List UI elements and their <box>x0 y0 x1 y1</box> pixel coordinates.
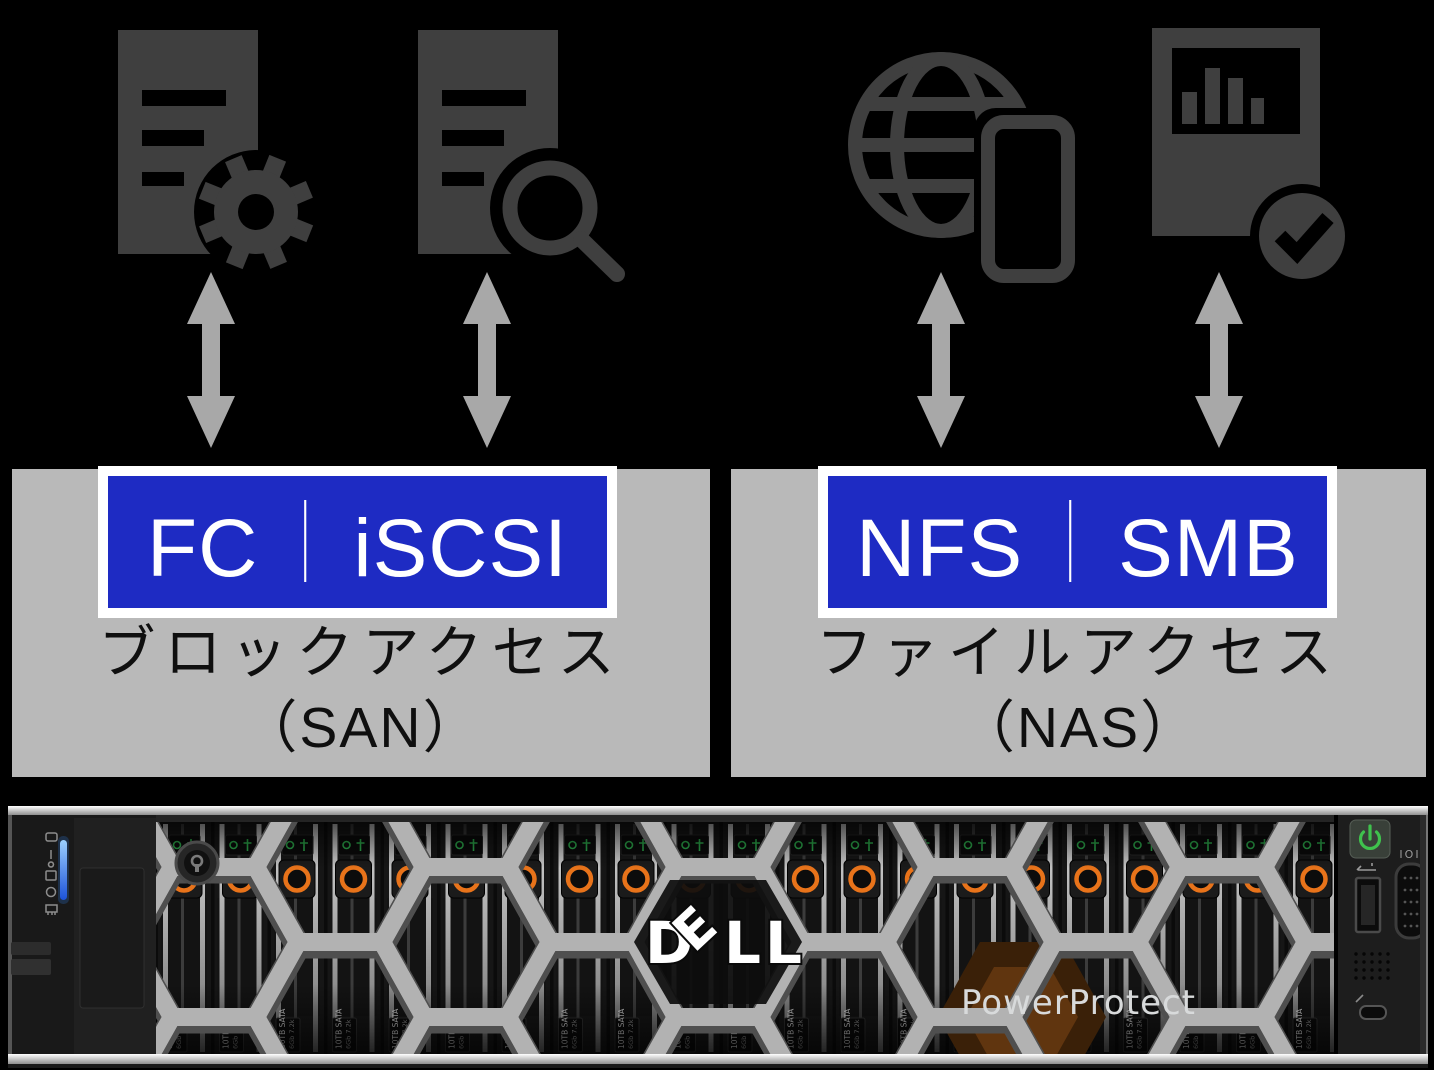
usb-port <box>1354 876 1382 934</box>
san-protocol-label: FC｜iSCSI <box>147 498 568 594</box>
bidirectional-arrow <box>187 272 235 448</box>
powerprotect-server-image: 10TB SATA 6Gb 7.2k D E LL <box>8 806 1428 1068</box>
chassis-top-rail <box>8 806 1428 815</box>
document-gear-icon <box>118 30 318 274</box>
svg-text:LL: LL <box>724 909 806 977</box>
bezel-lock-icon <box>174 840 220 886</box>
vga-label: IOI <box>1399 848 1420 861</box>
bidirectional-arrow <box>1195 272 1243 448</box>
nas-access-type: （NAS） <box>957 696 1200 760</box>
nas-access-label: ファイルアクセス <box>815 621 1342 685</box>
bidirectional-arrow <box>917 272 965 448</box>
nas-block: NFS｜SMB ファイルアクセス （NAS） <box>731 466 1426 777</box>
bidirectional-arrow <box>463 272 511 448</box>
san-access-type: （SAN） <box>240 696 482 760</box>
vga-port <box>1394 862 1428 940</box>
power-button <box>1349 819 1391 859</box>
usb-icon <box>1356 863 1376 871</box>
health-led <box>60 840 67 900</box>
status-icons <box>45 832 58 915</box>
report-check-icon <box>1152 28 1354 284</box>
document-search-icon <box>418 30 633 282</box>
nas-protocol-banner: NFS｜SMB <box>818 466 1337 618</box>
globe-mobile-icon <box>848 52 1078 288</box>
micro-usb-port <box>1355 994 1387 1020</box>
svg-text:D: D <box>645 909 693 977</box>
chassis-bottom-rail <box>8 1054 1428 1064</box>
san-protocol-banner: FC｜iSCSI <box>98 466 617 618</box>
speaker-holes <box>1354 952 1390 980</box>
nas-protocol-label: NFS｜SMB <box>856 498 1299 594</box>
left-control-panel <box>8 815 156 1054</box>
dell-logo: D E LL <box>634 880 806 1004</box>
right-io-panel: IOI <box>1334 815 1428 1054</box>
san-block: FC｜iSCSI ブロックアクセス （SAN） <box>12 466 710 777</box>
product-name: PowerProtect <box>961 983 1196 1023</box>
san-access-label: ブロックアクセス <box>98 621 624 685</box>
